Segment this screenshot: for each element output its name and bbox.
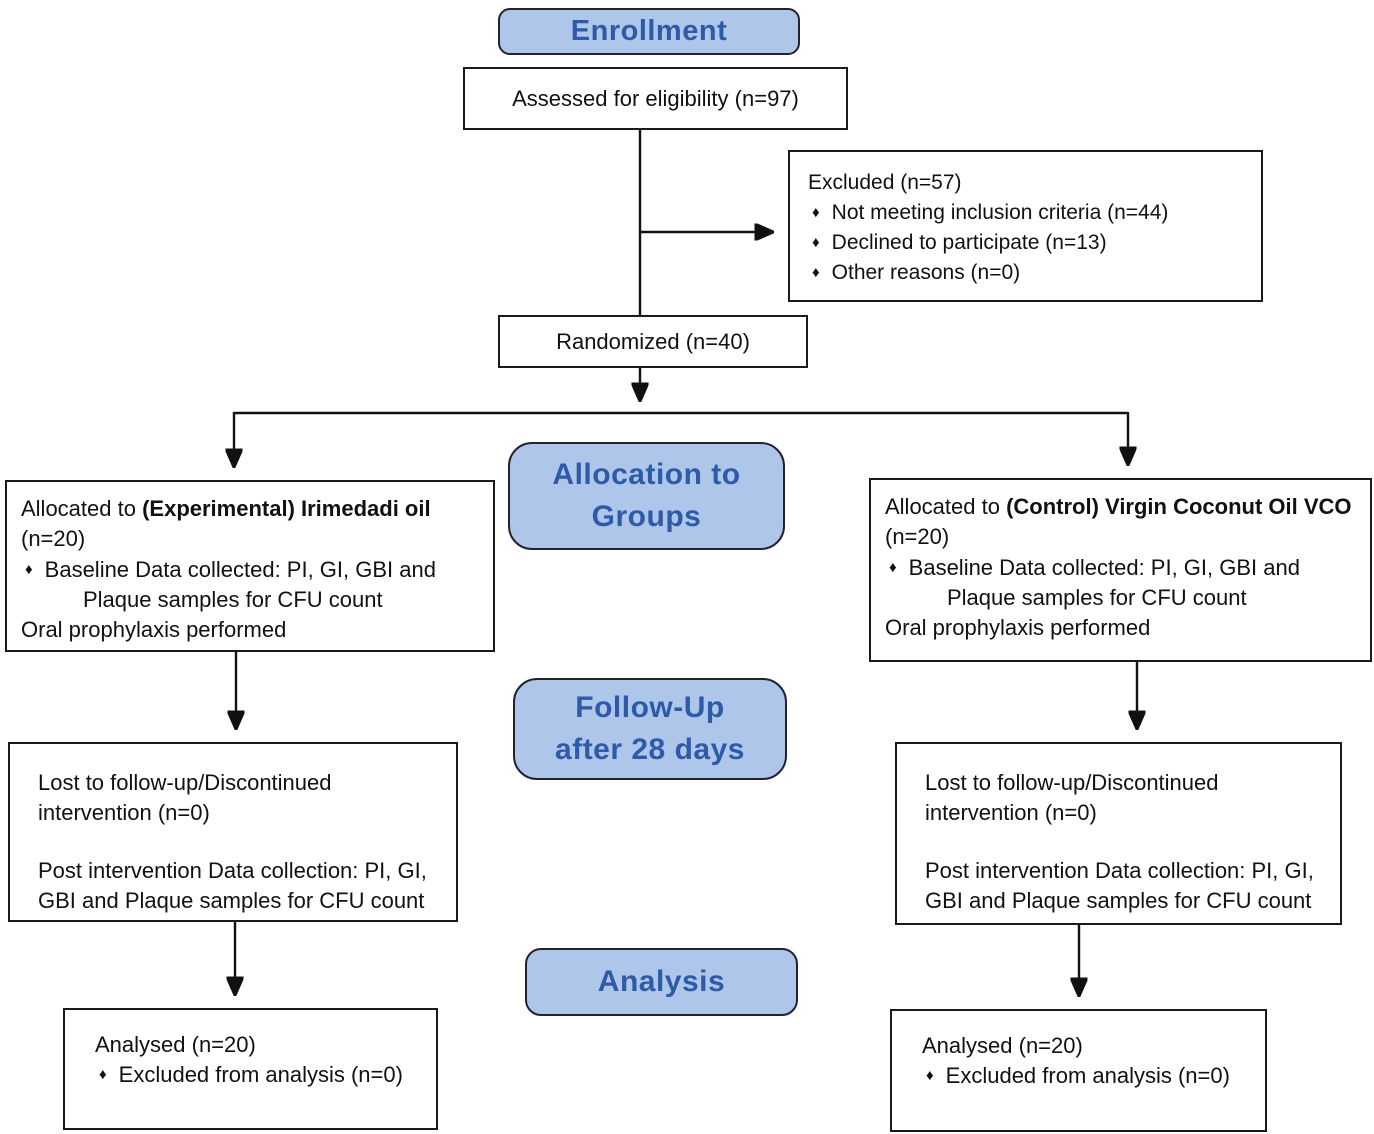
analysed-right-box: Analysed (n=20) ♦ Excluded from analysis… xyxy=(890,1009,1267,1132)
enrollment-banner: Enrollment xyxy=(498,8,800,55)
analysed-left-box: Analysed (n=20) ♦ Excluded from analysis… xyxy=(63,1008,438,1130)
followup-right-box: Lost to follow-up/Discontinued intervent… xyxy=(895,742,1342,925)
diamond-bullet-icon: ♦ xyxy=(889,558,897,576)
allocation-left-bullet-cont: Plaque samples for CFU count xyxy=(83,587,383,613)
followup-left-lost: Lost to follow-up/Discontinued intervent… xyxy=(38,770,332,825)
allocation-left-n: (n=20) xyxy=(21,526,86,552)
analysed-left-bullet-text: Excluded from analysis (n=0) xyxy=(118,1061,403,1087)
excluded-box: Excluded (n=57) ♦ Not meeting inclusion … xyxy=(788,150,1263,302)
randomized-text: Randomized (n=40) xyxy=(556,328,750,354)
allocation-right-box: Allocated to (Control) Virgin Coconut Oi… xyxy=(869,478,1372,662)
excluded-item: ♦ Declined to participate (n=13) xyxy=(808,228,1247,258)
allocation-right-bullet: ♦ Baseline Data collected: PI, GI, GBI a… xyxy=(885,553,1356,583)
allocation-right-prefix: Allocated to xyxy=(885,494,1007,519)
allocation-right-n: (n=20) xyxy=(885,524,950,550)
diamond-bullet-icon: ♦ xyxy=(926,1066,934,1084)
followup-banner-line1: Follow-Up xyxy=(575,691,725,724)
allocation-left-bullet: ♦ Baseline Data collected: PI, GI, GBI a… xyxy=(21,555,479,585)
allocation-banner-line2: Groups xyxy=(591,500,702,533)
excluded-item: ♦ Not meeting inclusion criteria (n=44) xyxy=(808,198,1247,228)
allocation-right-footer: Oral prophylaxis performed xyxy=(885,615,1151,641)
enrollment-banner-label: Enrollment xyxy=(570,15,728,48)
assessed-text: Assessed for eligibility (n=97) xyxy=(512,85,799,111)
analysed-left-title: Analysed (n=20) xyxy=(95,1032,256,1057)
analysed-right-title: Analysed (n=20) xyxy=(922,1033,1083,1058)
analysed-right-bullet-text: Excluded from analysis (n=0) xyxy=(945,1062,1230,1088)
allocation-left-footer: Oral prophylaxis performed xyxy=(21,617,287,643)
analysis-banner: Analysis xyxy=(525,948,798,1016)
excluded-item: ♦ Other reasons (n=0) xyxy=(808,258,1247,288)
allocation-left-title: Allocated to (Experimental) Irimedadi oi… xyxy=(21,494,479,555)
followup-banner: Follow-Up after 28 days xyxy=(513,678,787,780)
diamond-bullet-icon: ♦ xyxy=(99,1065,107,1083)
assessed-box: Assessed for eligibility (n=97) xyxy=(463,67,848,130)
excluded-item-text: Other reasons (n=0) xyxy=(831,260,1021,284)
allocation-right-bullet-cont: Plaque samples for CFU count xyxy=(947,585,1247,611)
followup-banner-line2: after 28 days xyxy=(555,733,745,766)
allocation-left-prefix: Allocated to xyxy=(21,496,143,521)
allocation-banner-line1: Allocation to xyxy=(552,458,741,491)
followup-left-post: Post intervention Data collection: PI, G… xyxy=(38,857,427,913)
allocation-banner: Allocation to Groups xyxy=(508,442,785,550)
allocation-left-box: Allocated to (Experimental) Irimedadi oi… xyxy=(5,480,495,652)
excluded-title: Excluded (n=57) xyxy=(808,171,962,194)
diamond-bullet-icon: ♦ xyxy=(812,263,820,281)
allocation-right-group: (Control) Virgin Coconut Oil VCO xyxy=(1006,494,1352,519)
diamond-bullet-icon: ♦ xyxy=(25,560,33,578)
randomized-box: Randomized (n=40) xyxy=(498,315,808,368)
followup-right-post: Post intervention Data collection: PI, G… xyxy=(925,857,1314,913)
allocation-left-group: (Experimental) Irimedadi oil xyxy=(142,496,431,521)
allocation-right-bullet-text: Baseline Data collected: PI, GI, GBI and xyxy=(908,554,1300,580)
followup-right-lost: Lost to follow-up/Discontinued intervent… xyxy=(925,770,1219,825)
analysed-right-bullet: ♦ Excluded from analysis (n=0) xyxy=(922,1061,1251,1091)
excluded-item-text: Declined to participate (n=13) xyxy=(831,230,1107,254)
followup-left-box: Lost to follow-up/Discontinued intervent… xyxy=(8,742,458,922)
allocation-right-title: Allocated to (Control) Virgin Coconut Oi… xyxy=(885,492,1356,553)
analysis-banner-label: Analysis xyxy=(597,965,726,998)
diamond-bullet-icon: ♦ xyxy=(812,233,820,251)
diamond-bullet-icon: ♦ xyxy=(812,203,820,221)
analysed-left-bullet: ♦ Excluded from analysis (n=0) xyxy=(95,1060,422,1090)
allocation-left-bullet-text: Baseline Data collected: PI, GI, GBI and xyxy=(44,556,436,582)
excluded-item-text: Not meeting inclusion criteria (n=44) xyxy=(831,200,1169,224)
